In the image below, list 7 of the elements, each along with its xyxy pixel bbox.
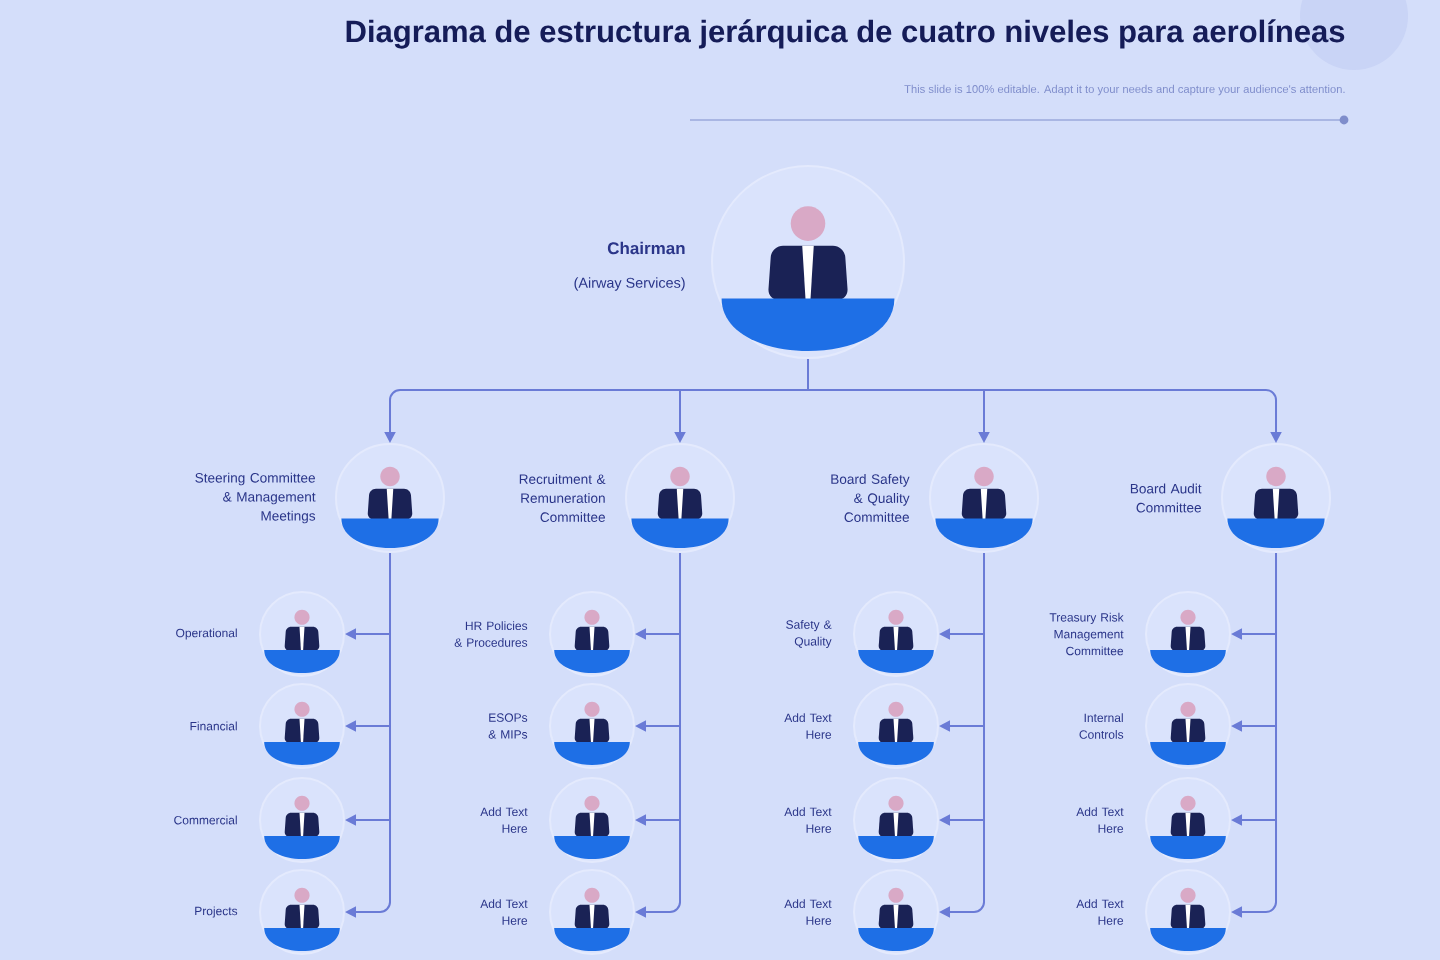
node-label: Chairman xyxy=(607,241,685,255)
title: Diagrama de estructura jerárquica de cuatro niveles para aerolíneas xyxy=(346,19,1345,49)
connector-line xyxy=(983,552,985,903)
connector-line xyxy=(389,552,391,903)
connector-line xyxy=(679,552,681,903)
connector-line xyxy=(399,358,1267,391)
connector-line xyxy=(1275,552,1277,903)
